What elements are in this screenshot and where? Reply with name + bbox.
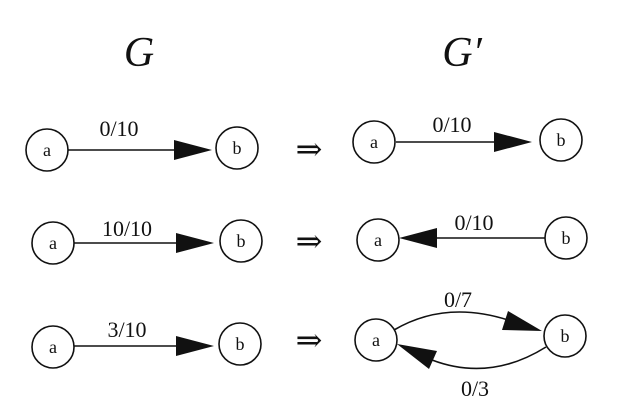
node-b	[539, 118, 583, 162]
node-a-label: a	[372, 330, 380, 350]
residual-edge-label: 0/10	[454, 210, 493, 235]
node-a-label: a	[43, 140, 51, 160]
graph-g-title: G	[124, 30, 154, 76]
graph-g-row-2: 10/10 a b	[31, 216, 263, 265]
node-b-label: b	[233, 138, 242, 158]
residual-edge-label: 0/10	[432, 112, 471, 137]
example-row-3: 3/10 a b ⇒ 0/7 0/3 a b	[31, 287, 587, 401]
node-a-label: a	[49, 337, 57, 357]
node-a-label: a	[370, 132, 378, 152]
implies-arrow: ⇒	[296, 130, 323, 168]
example-row-2: 10/10 a b ⇒ 0/10 a b	[31, 210, 588, 265]
node-b-label: b	[562, 228, 571, 248]
edge-flow-label: 10/10	[102, 216, 152, 241]
graph-g-prime-title: G′	[442, 30, 482, 76]
node-b-label: b	[236, 334, 245, 354]
node-a	[31, 325, 75, 369]
arrowhead	[399, 228, 437, 248]
node-a	[25, 128, 69, 172]
graph-g-row-1: 0/10 a b	[25, 116, 259, 172]
graph-g-prime-row-3: 0/7 0/3 a b	[354, 287, 587, 401]
arrowhead	[502, 311, 542, 331]
node-b	[218, 322, 262, 366]
node-a	[354, 318, 398, 362]
residual-edge-label-forward: 0/7	[444, 287, 472, 312]
edge-flow-label: 3/10	[107, 317, 146, 342]
residual-edge-b-to-a	[431, 346, 547, 370]
implies-arrow: ⇒	[296, 321, 323, 359]
residual-edge-a-to-b	[393, 311, 509, 331]
implies-arrow: ⇒	[296, 222, 323, 260]
node-b	[544, 216, 588, 260]
residual-edge-label-backward: 0/3	[461, 376, 489, 401]
arrowhead	[494, 132, 532, 152]
graph-g-prime-row-1: 0/10 a b	[352, 112, 583, 164]
node-a-label: a	[49, 233, 57, 253]
node-b-label: b	[557, 130, 566, 150]
node-b-label: b	[237, 231, 246, 251]
edge-flow-label: 0/10	[99, 116, 138, 141]
node-b	[219, 219, 263, 263]
arrowhead	[176, 233, 214, 253]
node-a	[352, 120, 396, 164]
node-b	[543, 314, 587, 358]
node-a-label: a	[374, 230, 382, 250]
graph-g-row-3: 3/10 a b	[31, 317, 262, 369]
node-b	[215, 126, 259, 170]
graph-g-prime-row-2: 0/10 a b	[356, 210, 588, 262]
node-a	[31, 221, 75, 265]
arrowhead	[174, 140, 212, 160]
node-b-label: b	[561, 326, 570, 346]
arrowhead	[176, 336, 214, 356]
arrowhead	[397, 344, 437, 369]
node-a	[356, 218, 400, 262]
example-row-1: 0/10 a b ⇒ 0/10 a b	[25, 112, 583, 172]
